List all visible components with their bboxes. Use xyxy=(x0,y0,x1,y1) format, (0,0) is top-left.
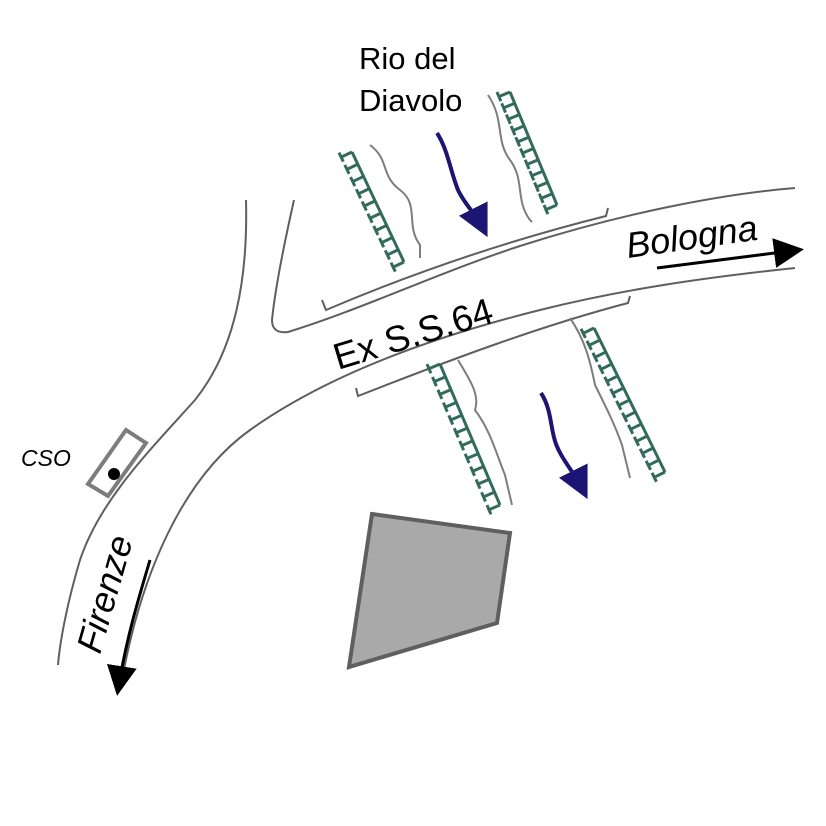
embankment-tooth xyxy=(474,477,490,490)
embankment-tooth xyxy=(366,211,382,224)
embankment-tooth xyxy=(650,470,666,483)
building xyxy=(346,511,513,670)
embankment-tooth xyxy=(597,362,613,375)
embankment-tooth xyxy=(354,187,370,199)
embankment-tooth xyxy=(458,439,474,451)
cso-point-icon xyxy=(108,468,120,480)
embankment-tooth xyxy=(591,350,607,363)
embankment-tooth xyxy=(509,124,525,136)
embankment-tooth xyxy=(519,147,535,159)
embankment-tooth xyxy=(609,386,625,399)
river-name-line1: Rio del xyxy=(359,41,456,76)
direction-arrow-bologna xyxy=(656,238,804,270)
road-name: Ex S.S.64 xyxy=(328,290,497,377)
embankment-tooth xyxy=(436,388,452,400)
embankment-tooth xyxy=(372,223,388,236)
cso-outfall xyxy=(85,427,149,499)
embankment-tooth xyxy=(533,181,549,193)
embankment-tooth xyxy=(632,434,648,447)
direction-arrow-icon xyxy=(656,238,804,270)
river-banks xyxy=(369,94,631,506)
embankment-teeth xyxy=(337,90,666,515)
embankment-tooth xyxy=(500,101,516,114)
embankment-tooth xyxy=(615,398,631,411)
embankment-tooth xyxy=(528,169,544,181)
embankment-tooth xyxy=(579,326,595,339)
river-name-line2: Diavolo xyxy=(359,83,462,118)
embankment-tooth xyxy=(505,113,520,125)
embankment-tooth xyxy=(360,199,376,212)
embankment-tooth xyxy=(343,162,359,175)
embankment-tooth xyxy=(627,422,642,435)
embankment-hatch-icon xyxy=(350,91,667,506)
embankment-tooth xyxy=(638,446,654,459)
embankment-tooth xyxy=(441,401,457,413)
embankment-tooth xyxy=(431,375,447,387)
embankment-tooth xyxy=(523,158,539,170)
road-branch-west xyxy=(57,199,248,666)
embankment-tooth xyxy=(585,338,601,351)
embankment-tooth xyxy=(389,260,405,273)
embankment-tooth xyxy=(447,413,463,426)
embankment-tooth xyxy=(349,175,365,187)
road-branch-north xyxy=(121,187,796,681)
cso-label: CSO xyxy=(21,445,71,471)
embankment-tooth xyxy=(463,452,479,464)
embankment-tooth xyxy=(495,90,511,102)
embankment-tooth xyxy=(542,203,558,215)
direction-arrow-firenze xyxy=(106,559,152,696)
embankment-tooth xyxy=(480,490,496,503)
flow-arrow-icon xyxy=(435,131,588,500)
embankment-tooth xyxy=(452,426,468,438)
bridge xyxy=(321,207,631,398)
embankment-tooth xyxy=(378,236,394,248)
embankment-tooth xyxy=(514,135,530,148)
embankment-tooth xyxy=(425,362,441,374)
embankment-tooth xyxy=(469,465,485,477)
embankment-tooth xyxy=(485,503,501,515)
direction-arrow-icon xyxy=(106,559,152,696)
embankment-tooth xyxy=(621,410,637,423)
embankment-tooth xyxy=(537,192,553,204)
embankment-tooth xyxy=(644,458,660,471)
embankment-tooth xyxy=(603,374,619,387)
embankment-tooth xyxy=(383,248,399,261)
embankment-tooth xyxy=(337,150,353,163)
